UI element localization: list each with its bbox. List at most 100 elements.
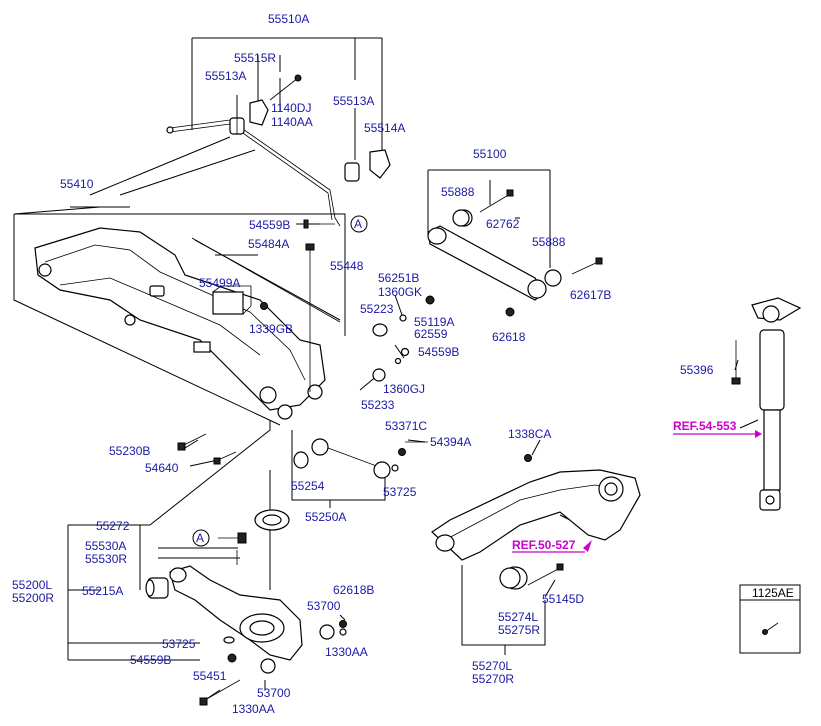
long-bolt-55448	[305, 243, 315, 392]
ref-arrow-50-527	[512, 540, 592, 553]
label-1339GB: 1339GB	[249, 322, 293, 336]
label-53725-bottom: 53725	[162, 637, 196, 651]
nut-62618-mid	[505, 307, 515, 317]
label-62618-mid: 62618	[492, 330, 526, 344]
nut-53371C	[398, 448, 406, 456]
label-53371C: 53371C	[385, 419, 427, 433]
label-55513A-left: 55513A	[205, 69, 246, 83]
bracket-55499A	[212, 285, 252, 315]
nut-53725-bottom	[223, 636, 235, 644]
label-55451: 55451	[193, 669, 227, 683]
label-54559B-mid: 54559B	[418, 345, 459, 359]
bolt-54640	[213, 451, 237, 465]
bolt-55230B	[177, 433, 207, 451]
label-55513A-right: 55513A	[333, 94, 374, 108]
stabilizer-bracket-right	[369, 149, 391, 179]
label-55275R: 55275R	[498, 623, 540, 637]
crossmember-frame	[34, 227, 326, 420]
label-1140DJ: 1140DJ	[271, 101, 311, 115]
label-marker-a-top: A	[354, 217, 362, 231]
label-1330AA-bottom: 1330AA	[232, 702, 275, 716]
bolt-1339GB	[260, 302, 268, 310]
bolt-55119A	[425, 295, 435, 305]
bushing-55254	[293, 451, 309, 469]
label-55274L: 55274L	[498, 610, 538, 624]
spring-seat-55272	[254, 509, 290, 531]
washer-1330AA-mid	[339, 628, 347, 636]
label-55215A: 55215A	[82, 584, 123, 598]
crossmember-stay-rod	[191, 237, 341, 323]
shock-absorber	[751, 297, 802, 511]
washer-53725-mid	[391, 464, 399, 472]
stabilizer-bushing-left	[229, 117, 245, 135]
nut-54559B-mid	[400, 347, 410, 357]
nut-62618B	[339, 620, 347, 628]
label-53725-mid: 53725	[383, 485, 417, 499]
label-53700-mid: 53700	[307, 599, 341, 613]
stabilizer-link-nut	[300, 219, 335, 229]
bolt-55396	[731, 340, 741, 385]
label-54640: 54640	[145, 461, 179, 475]
label-55410: 55410	[60, 177, 94, 191]
label-62618B: 62618B	[333, 583, 374, 597]
ref-arrow-54-553	[673, 430, 762, 438]
bushing-53700-mid	[319, 624, 335, 640]
lower-link-55250A	[311, 438, 391, 479]
label-55499A: 55499A	[199, 276, 240, 290]
label-55200R: 55200R	[12, 591, 54, 605]
label-55888-bottom: 55888	[532, 235, 566, 249]
label-55145D: 55145D	[542, 592, 584, 606]
label-62762: 62762	[486, 217, 520, 231]
bushing-55233	[372, 368, 386, 382]
label-54394A: 54394A	[430, 435, 471, 449]
label-55272: 55272	[96, 519, 130, 533]
bolt-62617B	[571, 257, 603, 275]
marker-a-top	[350, 215, 368, 233]
label-1360GK: 1360GK	[378, 285, 422, 299]
label-1330AA-mid: 1330AA	[325, 645, 368, 659]
label-1360GJ: 1360GJ	[383, 382, 425, 396]
label-62559: 62559	[414, 327, 448, 341]
label-marker-a-bottom: A	[196, 531, 204, 545]
nut-54559B-bottom	[227, 653, 237, 663]
label-55250A: 55250A	[305, 510, 346, 524]
label-55888-top: 55888	[441, 185, 475, 199]
label-55254: 55254	[291, 479, 325, 493]
label-55515R: 55515R	[234, 51, 276, 65]
label-55530A: 55530A	[85, 539, 126, 553]
trailing-arm	[431, 469, 641, 561]
bolt-62762	[479, 189, 514, 213]
lower-arm	[169, 565, 303, 661]
label-55100: 55100	[473, 147, 507, 161]
part-labels: 55510A 55515R 55513A 1140DJ 1140AA 55513…	[12, 12, 794, 716]
label-54559B-bottom: 54559B	[130, 653, 171, 667]
bushing-53700-bottom	[260, 658, 276, 674]
label-55514A: 55514A	[364, 121, 405, 135]
label-1338CA: 1338CA	[508, 427, 551, 441]
legend-box-1125AE	[739, 584, 801, 654]
label-53700-bottom: 53700	[257, 686, 291, 700]
label-55484A: 55484A	[248, 237, 289, 251]
bolt-55145D	[527, 563, 564, 586]
bolt-55451	[199, 679, 241, 706]
label-1125AE: 1125AE	[752, 586, 794, 600]
stabilizer-bushing-right	[344, 162, 360, 182]
bolt-55530A	[218, 532, 247, 565]
label-54559B-top: 54559B	[249, 218, 290, 232]
label-1140AA: 1140AA	[271, 115, 313, 129]
marker-a-bottom	[192, 529, 210, 547]
bushing-55274L	[499, 566, 528, 590]
label-55530R: 55530R	[85, 552, 127, 566]
bushing-55215A	[145, 577, 169, 599]
label-55119A: 55119A	[414, 315, 454, 329]
stabilizer-bar	[166, 119, 341, 227]
label-55396: 55396	[680, 363, 714, 377]
label-ref-50-527: REF.50-527	[512, 538, 576, 552]
upper-arm-bushing-bottom	[544, 269, 562, 287]
label-55200L: 55200L	[12, 578, 52, 592]
upper-arm-bushing-top	[452, 209, 473, 227]
leader-lines	[13, 37, 759, 701]
label-55448: 55448	[330, 259, 364, 273]
upper-arm	[427, 225, 547, 301]
